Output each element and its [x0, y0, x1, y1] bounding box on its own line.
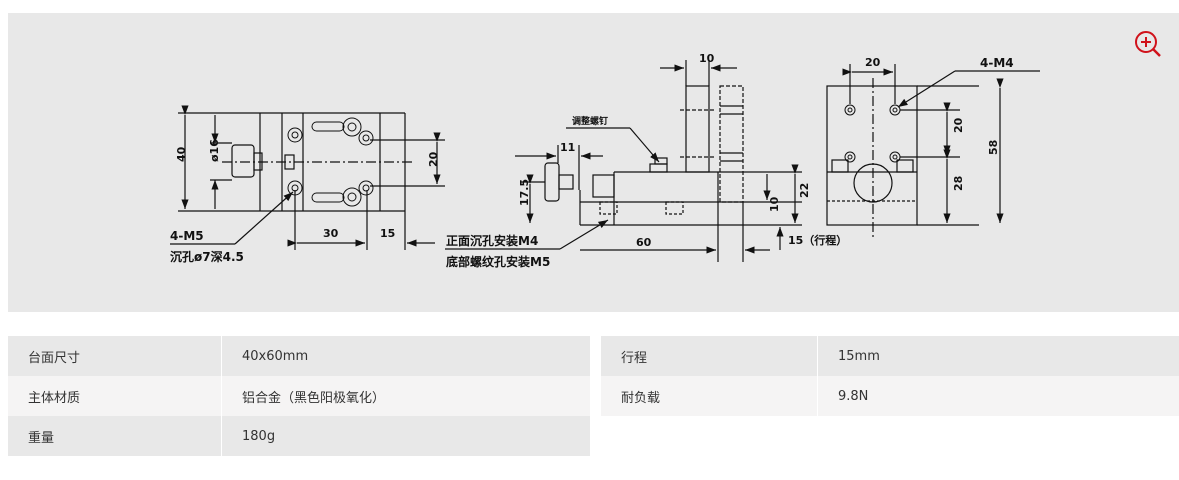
- dim-10-top: 10: [699, 52, 715, 65]
- label-adjust-screw: 调整螺钉: [572, 115, 608, 127]
- spec-label: 台面尺寸: [8, 336, 222, 376]
- table-row: 行程 15mm: [601, 336, 1179, 376]
- table-row: 耐负载 9.8N: [601, 376, 1179, 416]
- dim-58: 58: [987, 140, 1000, 155]
- spec-table-right: 行程 15mm 耐负载 9.8N: [601, 336, 1179, 416]
- dim-22: 22: [798, 183, 811, 198]
- table-row: 重量 180g: [8, 416, 590, 456]
- label-4-m4: 4-M4: [980, 56, 1014, 70]
- dim-60: 60: [636, 236, 652, 249]
- dim-stroke-15: 15（行程）: [788, 233, 847, 247]
- spec-label: 主体材质: [8, 376, 222, 416]
- spec-table-left: 台面尺寸 40x60mm 主体材质 铝合金（黑色阳极氧化） 重量 180g: [8, 336, 590, 456]
- spec-label: 重量: [8, 416, 222, 456]
- drawing-panel: 40 ø16 20 30 15 4-M5 沉孔ø7深4.5 调整螺钉 11 17…: [8, 13, 1179, 312]
- spec-value: 15mm: [838, 348, 880, 364]
- label-front-mount: 正面沉孔安装M4: [446, 233, 538, 248]
- spec-label: 耐负载: [601, 376, 818, 416]
- top-view: [170, 105, 445, 250]
- table-row: 主体材质 铝合金（黑色阳极氧化）: [8, 376, 590, 416]
- side-view: [445, 60, 802, 262]
- dim-40: 40: [175, 146, 188, 162]
- end-view: [826, 64, 1040, 240]
- dim-diameter-16: ø16: [208, 139, 221, 162]
- spec-value: 40x60mm: [242, 348, 309, 364]
- dim-30: 30: [323, 227, 339, 240]
- spec-value: 9.8N: [838, 388, 869, 404]
- dim-11: 11: [560, 141, 575, 154]
- spec-value: 铝合金（黑色阳极氧化）: [242, 390, 386, 406]
- label-4-m5: 4-M5: [170, 229, 204, 243]
- dim-28: 28: [952, 176, 965, 191]
- zoom-in-icon[interactable]: [1134, 30, 1162, 58]
- spec-label: 行程: [601, 336, 818, 376]
- dim-15-top-view: 15: [380, 227, 395, 240]
- technical-drawing: 40 ø16 20 30 15 4-M5 沉孔ø7深4.5 调整螺钉 11 17…: [170, 52, 1040, 269]
- label-counterbore: 沉孔ø7深4.5: [170, 249, 244, 264]
- table-row: 台面尺寸 40x60mm: [8, 336, 590, 376]
- spec-value: 180g: [242, 428, 276, 444]
- label-bottom-mount: 底部螺纹孔安装M5: [446, 254, 550, 269]
- dim-17-5: 17.5: [518, 179, 531, 206]
- dim-20-top-view: 20: [427, 151, 440, 167]
- dim-10-side: 10: [768, 196, 781, 212]
- dim-20-vertical: 20: [952, 117, 965, 133]
- dim-20-end-view: 20: [865, 56, 881, 69]
